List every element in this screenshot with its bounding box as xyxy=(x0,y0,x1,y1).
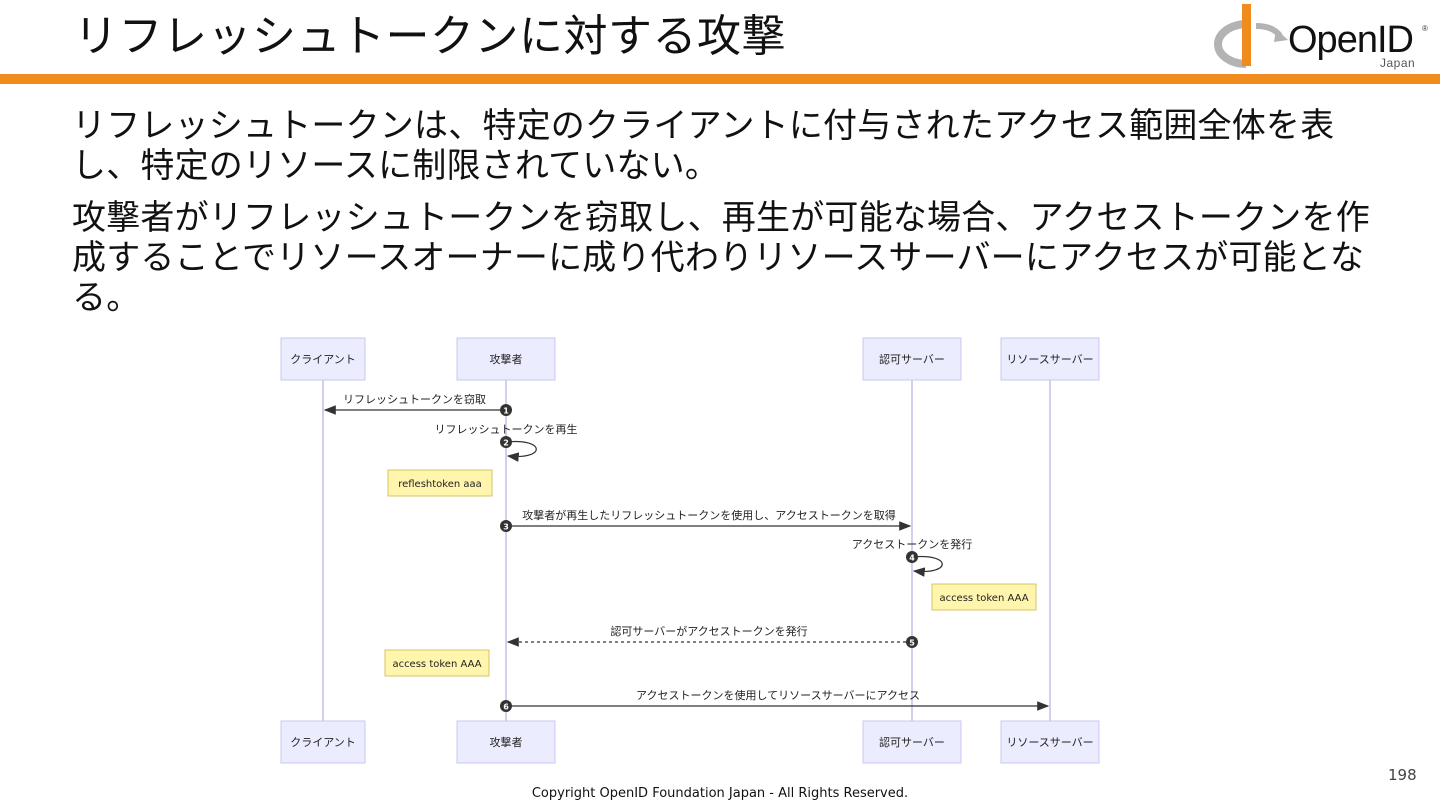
paragraph-2: 攻撃者がリフレッシュトークンを窃取し、再生が可能な場合、アクセストークンを作成す… xyxy=(72,198,1370,318)
message-label: アクセストークンを発行 xyxy=(852,537,972,551)
participant-box xyxy=(456,720,556,764)
self-message-arrow xyxy=(911,555,943,577)
sequence-number-badge xyxy=(906,551,918,563)
note-box xyxy=(384,649,490,677)
participant-label: リソースサーバー xyxy=(1006,736,1093,749)
note-box xyxy=(931,583,1037,611)
openid-logo-icon xyxy=(1213,4,1288,68)
note-text: refleshtoken aaa xyxy=(398,479,482,490)
paragraph-1: リフレッシュトークンは、特定のクライアントに付与されたアクセス範囲全体を表し、特… xyxy=(72,106,1335,186)
participant-label: 認可サーバー xyxy=(879,352,945,366)
note-text: access token AAA xyxy=(392,659,481,670)
participant-label: クライアント xyxy=(290,353,356,366)
participant-box xyxy=(280,720,366,764)
openid-logo: OpenID ® Japan xyxy=(1212,2,1434,72)
participant-box xyxy=(1000,337,1100,381)
sequence-number: 2 xyxy=(503,439,509,448)
participant-label: クライアント xyxy=(290,736,356,749)
participant-label: 認可サーバー xyxy=(879,735,945,749)
message-label: リフレッシュトークンを窃取 xyxy=(343,392,486,406)
participant-box xyxy=(862,337,962,381)
sequence-number-badge xyxy=(500,700,512,712)
participant-label: 攻撃者 xyxy=(490,352,523,366)
sequence-number-badge xyxy=(500,520,512,532)
participant-box xyxy=(1000,720,1100,764)
message-label: 認可サーバーがアクセストークンを発行 xyxy=(610,624,807,638)
sequence-number: 1 xyxy=(503,407,509,416)
title-accent-bar xyxy=(0,74,1440,84)
note-text: access token AAA xyxy=(939,593,1028,604)
participant-box xyxy=(280,337,366,381)
sequence-number-badge xyxy=(906,636,918,648)
copyright: Copyright OpenID Foundation Japan - All … xyxy=(531,786,909,801)
note-box xyxy=(387,469,493,497)
sequence-number: 4 xyxy=(909,554,915,563)
sequence-number-badge xyxy=(500,436,512,448)
logo-subtitle: Japan xyxy=(1380,56,1416,70)
participant-box xyxy=(456,337,556,381)
participant-label: 攻撃者 xyxy=(490,735,523,749)
message-label: 攻撃者が再生したリフレッシュトークンを使用し、アクセストークンを取得 xyxy=(522,508,895,522)
self-message-arrow xyxy=(505,440,537,462)
message-label: リフレッシュトークンを再生 xyxy=(435,422,578,436)
participant-box xyxy=(862,720,962,764)
logo-wordmark: OpenID xyxy=(1288,19,1414,61)
participant-label: リソースサーバー xyxy=(1006,353,1093,366)
sequence-number: 6 xyxy=(503,703,509,712)
sequence-diagram: クライアント攻撃者認可サーバーリソースサーバークライアント攻撃者認可サーバーリソ… xyxy=(280,337,1100,764)
body-text: リフレッシュトークンは、特定のクライアントに付与されたアクセス範囲全体を表し、特… xyxy=(72,106,1382,330)
logo-registered-mark: ® xyxy=(1422,24,1428,33)
message-label: アクセストークンを使用してリソースサーバーにアクセス xyxy=(636,689,920,702)
slide-title: リフレッシュトークンに対する攻撃 xyxy=(74,11,786,62)
page-number: 198 xyxy=(1388,766,1417,784)
sequence-number-badge xyxy=(500,404,512,416)
sequence-number: 3 xyxy=(503,523,509,532)
sequence-number: 5 xyxy=(909,639,915,648)
